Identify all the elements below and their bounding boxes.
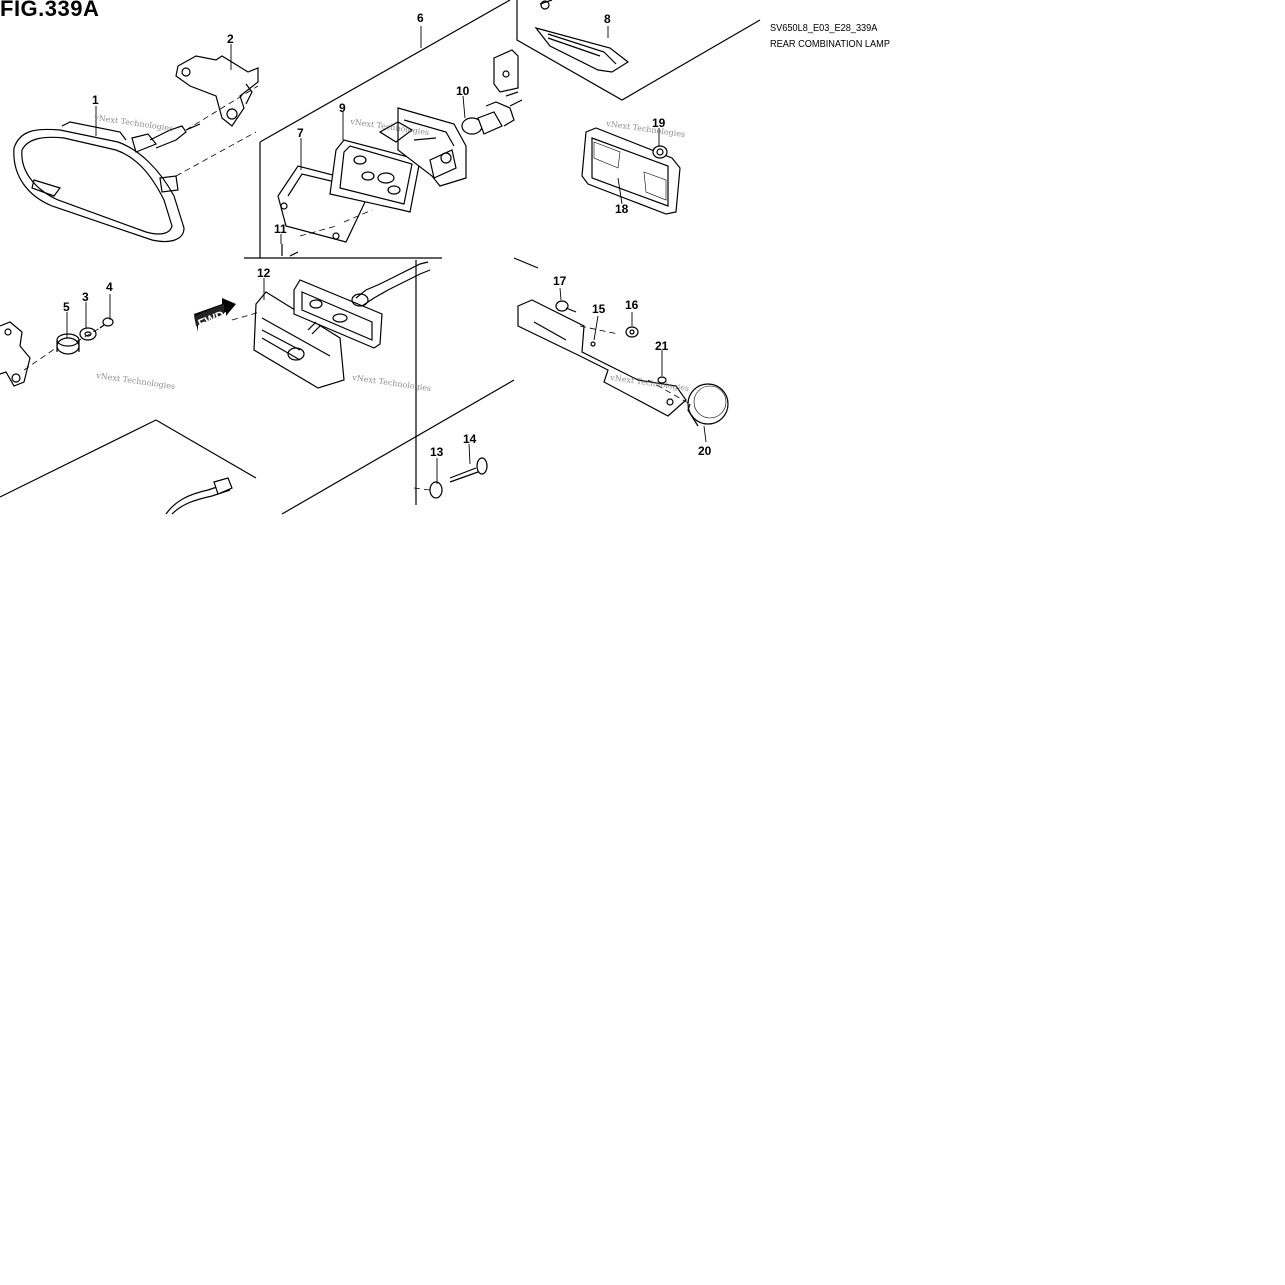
callout-7: 7 [297, 126, 304, 140]
callout-3: 3 [82, 290, 89, 304]
part-washer-13 [429, 481, 443, 499]
part-bulb [461, 91, 523, 135]
part-cushion-5 [56, 333, 80, 355]
callout-10: 10 [456, 84, 470, 98]
frame-lines [0, 0, 761, 515]
watermark: vNext Technologies [95, 371, 176, 391]
callout-18: 18 [615, 202, 629, 216]
part-bolt-14 [449, 457, 488, 483]
callout-9: 9 [339, 101, 346, 115]
part-bracket [175, 55, 259, 127]
callouts: 1 2 3 4 5 6 7 8 9 10 11 12 13 14 15 16 1… [63, 11, 712, 459]
part-washer-3 [79, 327, 97, 341]
part-nut-19 [652, 145, 668, 159]
callout-16: 16 [625, 298, 639, 312]
callout-11: 11 [274, 222, 287, 236]
callout-8: 8 [604, 12, 611, 26]
part-license-lamp-lens [534, 0, 630, 73]
callout-15: 15 [592, 302, 606, 316]
callout-5: 5 [63, 300, 70, 314]
guide-lines [23, 85, 691, 491]
callout-12: 12 [257, 266, 271, 280]
part-tail-lamp-assembly [13, 121, 201, 243]
part-nut-16 [625, 326, 639, 338]
part-bolt-4 [99, 317, 114, 329]
part-lamp-gasket-cable [293, 261, 431, 349]
callout-2: 2 [227, 32, 234, 46]
callout-21: 21 [655, 339, 669, 353]
callout-19: 19 [652, 116, 666, 130]
callout-14: 14 [463, 432, 477, 446]
watermark: vNext Technologies [351, 373, 432, 393]
callout-1: 1 [92, 93, 99, 107]
fwd-arrow: FWD [194, 298, 236, 332]
callout-20: 20 [698, 444, 712, 458]
part-left-bracket [0, 321, 31, 387]
part-wire-harness [165, 477, 233, 515]
fwd-label: FWD [196, 307, 227, 330]
callout-17: 17 [553, 274, 567, 288]
part-screw-11 [281, 244, 299, 257]
part-connector-bracket [493, 49, 519, 93]
callout-13: 13 [430, 445, 444, 459]
diagram-title: REAR COMBINATION LAMP [770, 39, 890, 50]
watermark: vNext Technologies [93, 113, 174, 133]
callout-6: 6 [417, 11, 424, 25]
leader-lines [66, 26, 707, 484]
part-bracket-15 [517, 299, 687, 417]
part-gasket [329, 139, 421, 213]
figure-label: FIG.339A [0, 0, 100, 21]
part-round-reflector [687, 383, 729, 427]
part-license-lamp-housing [253, 291, 345, 389]
diagram-code: SV650L8_E03_E28_339A [770, 23, 878, 34]
part-nut-21 [657, 376, 667, 384]
part-socket-housing [378, 107, 467, 187]
part-screw-17 [555, 300, 577, 313]
callout-4: 4 [106, 280, 113, 294]
part-reflector [581, 127, 681, 215]
